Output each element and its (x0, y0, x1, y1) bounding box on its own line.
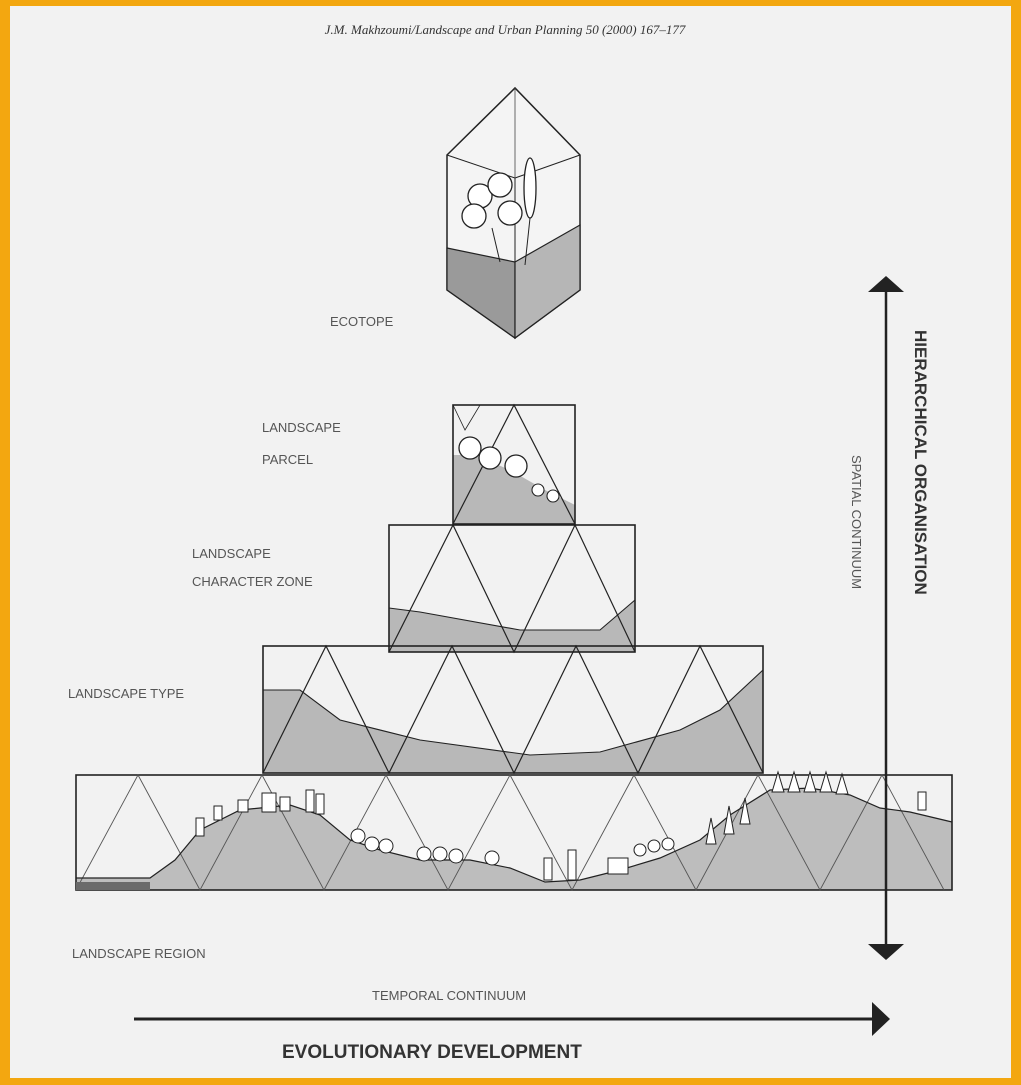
parcel-block (452, 403, 576, 525)
ecotope-label: ECOTOPE (330, 314, 394, 329)
zone-label-line2: CHARACTER ZONE (192, 574, 313, 589)
temporal-continuum-label: TEMPORAL CONTINUUM (372, 988, 526, 1003)
evolutionary-development-label: EVOLUTIONARY DEVELOPMENT (282, 1042, 582, 1063)
type-label: LANDSCAPE TYPE (68, 686, 184, 701)
vertical-axis (868, 276, 904, 960)
region-label: LANDSCAPE REGION (72, 946, 206, 961)
landscape-type-block (262, 644, 764, 775)
citation-header: J.M. Makhzoumi/Landscape and Urban Plann… (325, 22, 686, 37)
hierarchical-organisation-label: HIERARCHICAL ORGANISATION (911, 330, 930, 595)
zone-label-line1: LANDSCAPE (192, 546, 271, 561)
parcel-label-line2: PARCEL (262, 452, 313, 467)
spatial-continuum-label: SPATIAL CONTINUUM (849, 455, 864, 589)
ecotope-block (446, 86, 581, 340)
region-block (75, 770, 953, 891)
parcel-label-line1: LANDSCAPE (262, 420, 341, 435)
character-zone-block (388, 523, 636, 654)
horizontal-axis (134, 1002, 890, 1036)
